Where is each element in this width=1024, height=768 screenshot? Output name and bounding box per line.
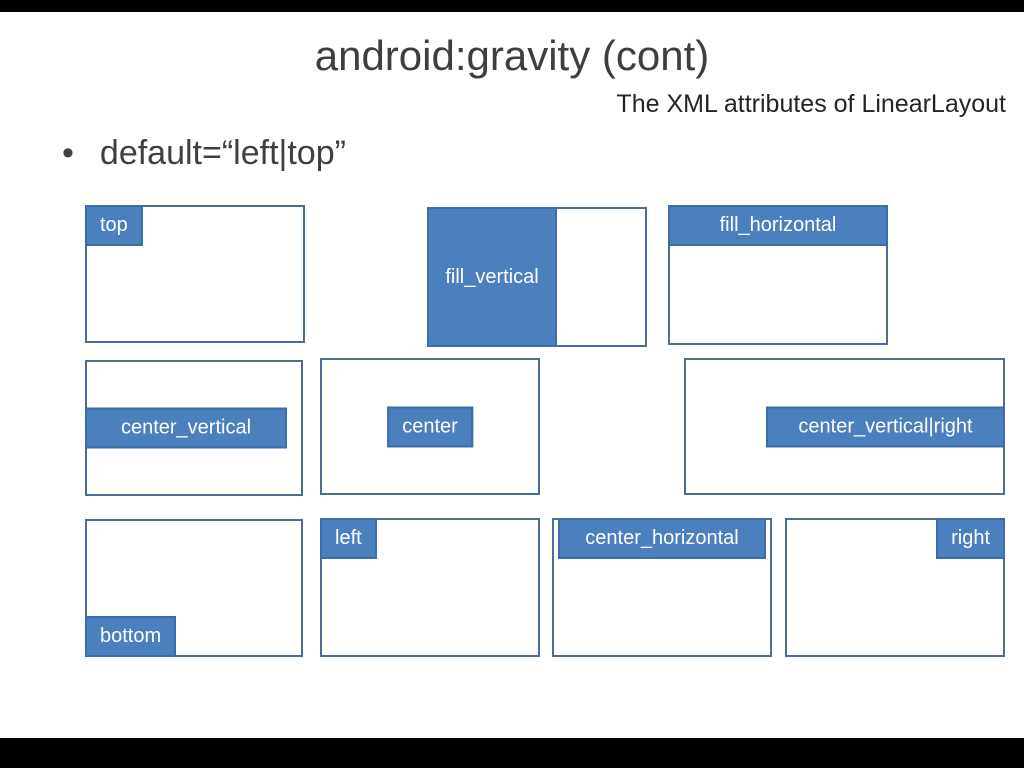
gravity-label-center: center [387, 406, 473, 447]
gravity-box-center-vertical-right: center_vertical|right [684, 358, 1005, 495]
gravity-label-fill-horizontal: fill_horizontal [668, 205, 888, 246]
bullet-marker: • [62, 134, 74, 172]
gravity-box-center: center [320, 358, 540, 495]
gravity-box-fill-vertical: fill_vertical [427, 207, 647, 347]
gravity-box-left: left [320, 518, 540, 657]
gravity-box-center-vertical: center_vertical [85, 360, 303, 496]
slide-title: android:gravity (cont) [314, 32, 710, 79]
letterbox-bottom-bar [0, 738, 1024, 768]
gravity-label-top: top [85, 205, 143, 246]
gravity-box-center-horizontal: center_horizontal [552, 518, 772, 657]
gravity-label-center-horizontal: center_horizontal [558, 518, 766, 559]
gravity-label-center-vertical: center_vertical [85, 407, 287, 449]
gravity-box-right: right [785, 518, 1005, 657]
gravity-label-right: right [936, 518, 1005, 559]
gravity-box-bottom: bottom [85, 519, 303, 657]
bullet-text: default=“left|top” [99, 134, 346, 172]
letterbox-top-bar [0, 0, 1024, 12]
gravity-label-center-vertical-right: center_vertical|right [766, 406, 1005, 447]
gravity-box-fill-horizontal: fill_horizontal [668, 205, 888, 345]
bullet-line: • default=“left|top” [62, 134, 346, 173]
gravity-label-bottom: bottom [85, 616, 177, 657]
gravity-box-top: top [85, 205, 305, 343]
slide-subtitle: The XML attributes of LinearLayout [616, 90, 1006, 118]
gravity-label-fill-vertical: fill_vertical [427, 207, 557, 347]
gravity-label-left: left [320, 518, 377, 559]
